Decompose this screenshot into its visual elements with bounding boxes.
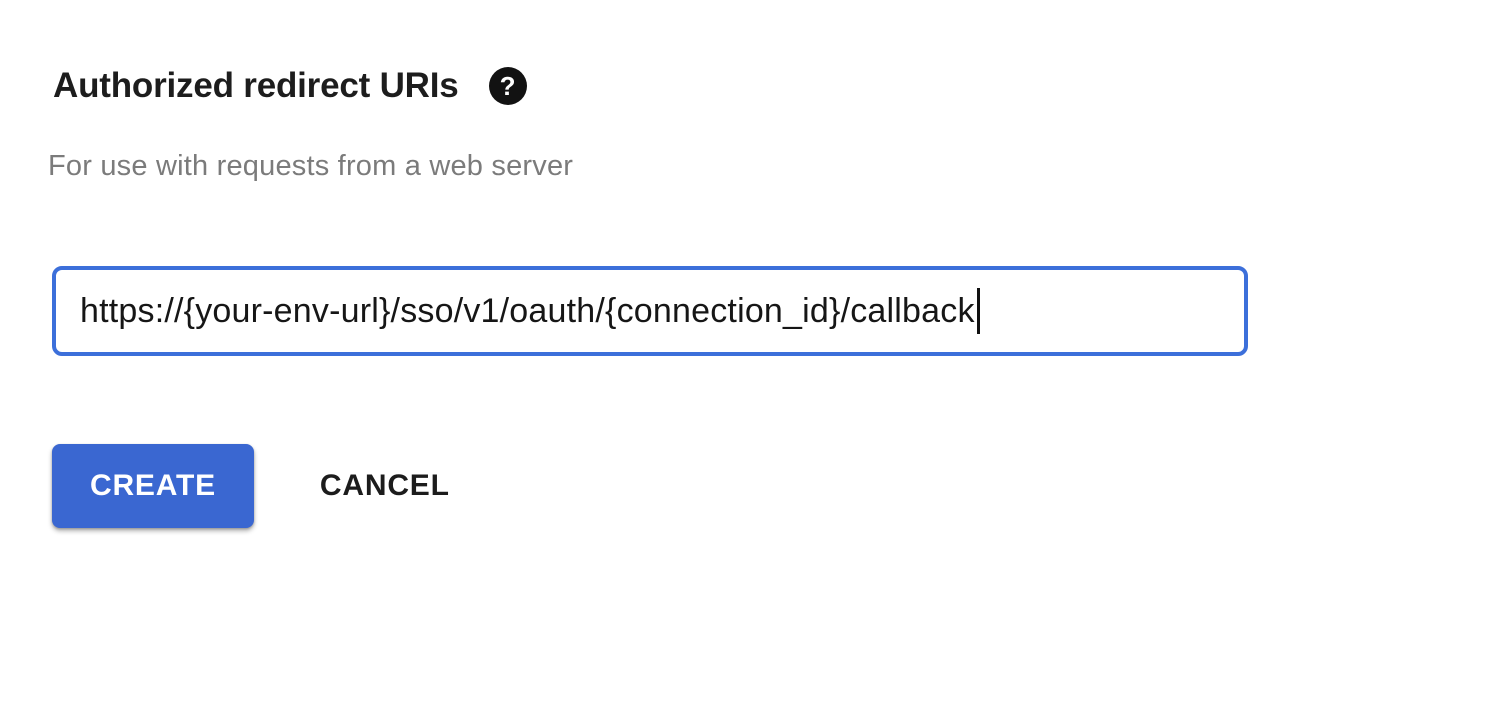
section-description: For use with requests from a web server (48, 150, 574, 182)
create-button[interactable]: CREATE (52, 444, 254, 528)
redirect-uri-value: https://{your-env-url}/sso/v1/oauth/{con… (80, 291, 975, 330)
help-icon[interactable]: ? (488, 67, 527, 106)
text-caret (976, 288, 980, 334)
cancel-button[interactable]: CANCEL (316, 444, 454, 528)
section-heading: Authorized redirect URIs (53, 66, 459, 105)
redirect-uri-input[interactable]: https://{your-env-url}/sso/v1/oauth/{con… (52, 266, 1248, 356)
section-heading-row: Authorized redirect URIs ? (53, 66, 527, 106)
form-actions: CREATE CANCEL (52, 444, 454, 528)
